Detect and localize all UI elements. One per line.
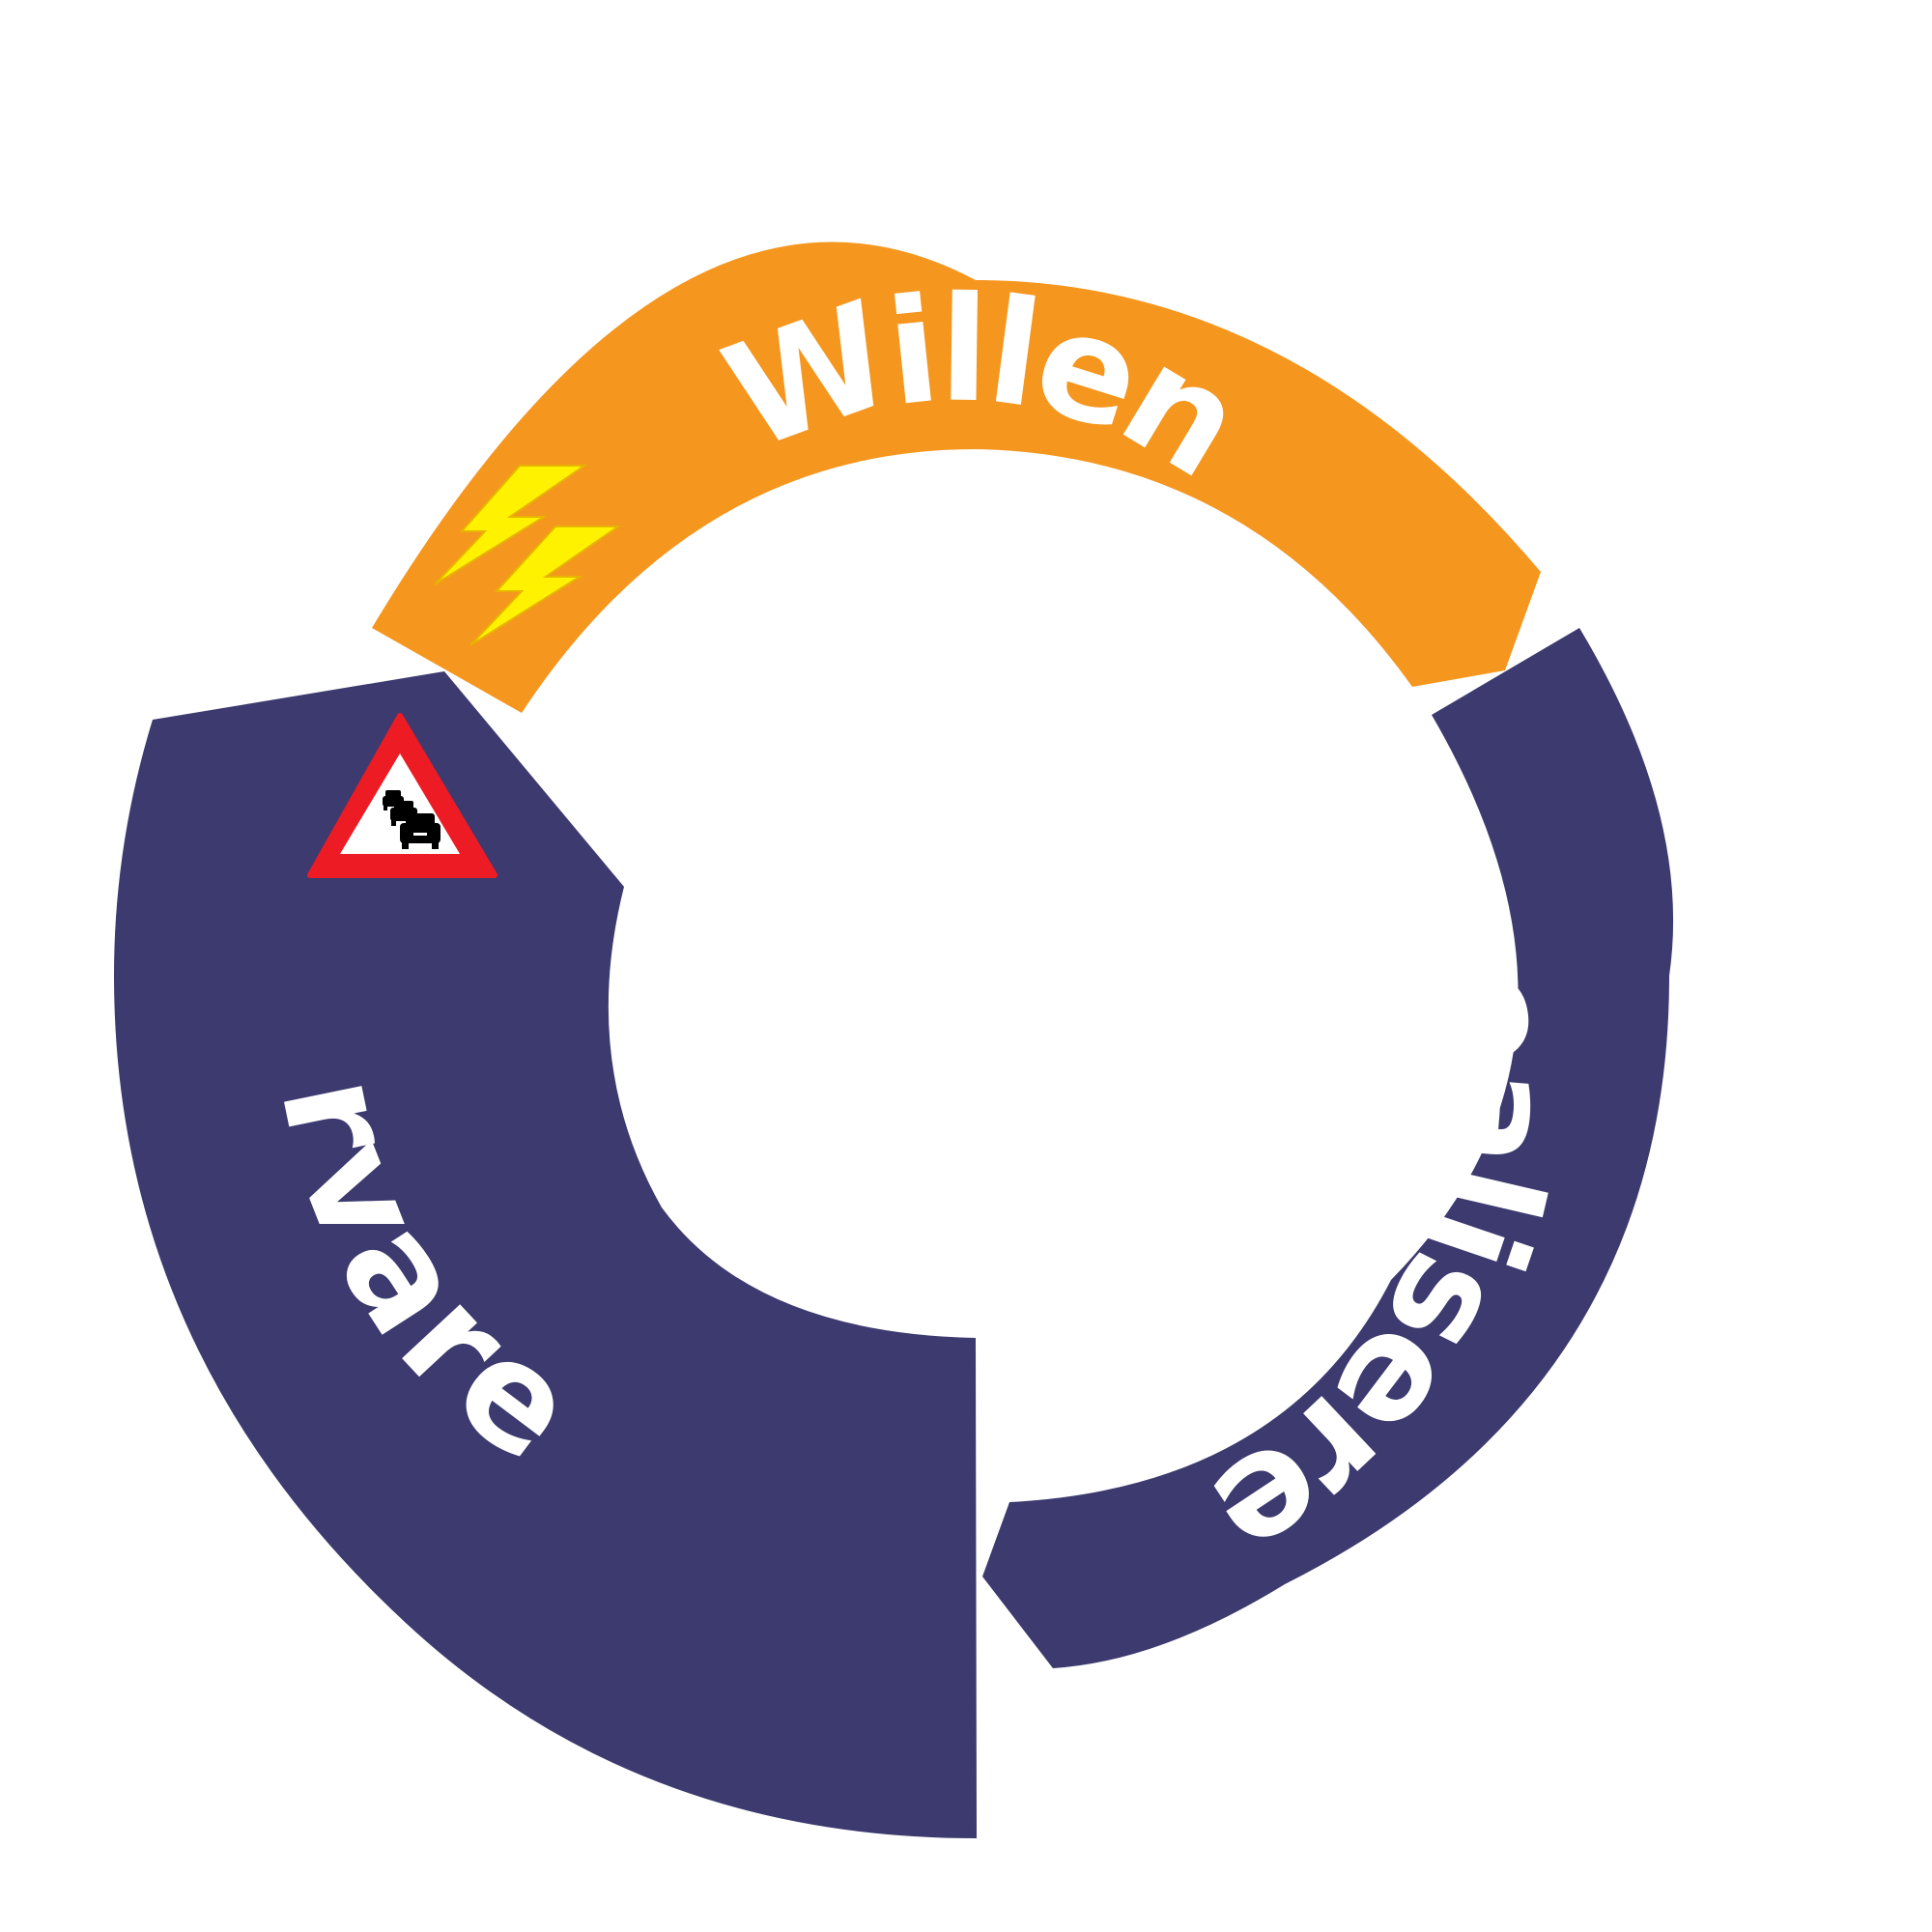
segment-realiseren [982, 628, 1674, 1668]
traffic-jam-warning-sign-icon [307, 713, 497, 878]
lightning-icon [434, 465, 622, 646]
segment-willen [372, 242, 1541, 713]
segment-ervaren [114, 671, 977, 1838]
